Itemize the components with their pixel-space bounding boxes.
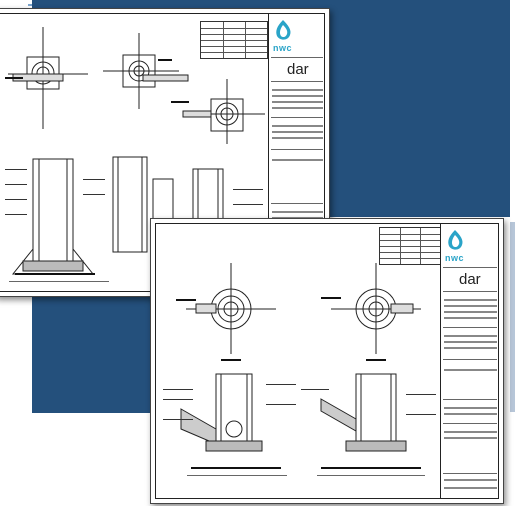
side-strip [510,222,515,412]
firm-logo-text: dar [459,271,481,288]
drawing-subcaption [9,281,109,282]
drawing-plan-views [5,27,265,144]
title-block: nwc dar [268,13,325,292]
title-block: nwc dar [440,223,499,499]
drawing-caption-right [321,467,421,469]
nwc-logo-icon [276,20,291,40]
schedule-table [200,21,268,59]
brand-logo-text: nwc [445,253,465,263]
drawing-section-views [163,373,436,452]
drawing-subcaption-left [187,475,287,476]
drawing-sheet-front: nwc dar [150,218,504,504]
drawing-subcaption-right [317,475,425,476]
drawing-caption-left [191,467,281,469]
drawing-plan-views [176,263,421,361]
drawing-caption [15,273,95,275]
firm-logo-text: dar [287,61,309,78]
sheet-frame [155,223,499,499]
brand-logo-text: nwc [273,43,293,53]
nwc-logo-icon [448,230,463,250]
